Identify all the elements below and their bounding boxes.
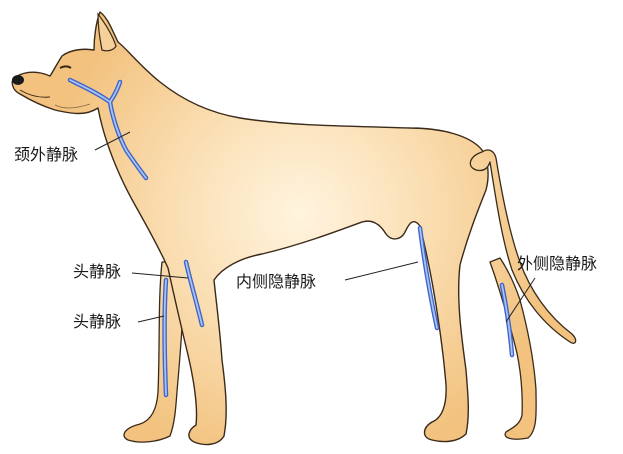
- leader-medial-saphenous: [345, 262, 418, 280]
- dog-body: [12, 12, 488, 444]
- label-lateral-saphenous: 外侧隐静脉: [517, 256, 597, 272]
- label-cephalic-upper: 头静脉: [73, 264, 121, 280]
- label-cephalic-lower: 头静脉: [73, 314, 121, 330]
- label-medial-saphenous: 内侧隐静脉: [236, 274, 316, 290]
- dog-nose: [12, 75, 24, 85]
- label-jugular: 颈外静脉: [14, 147, 78, 163]
